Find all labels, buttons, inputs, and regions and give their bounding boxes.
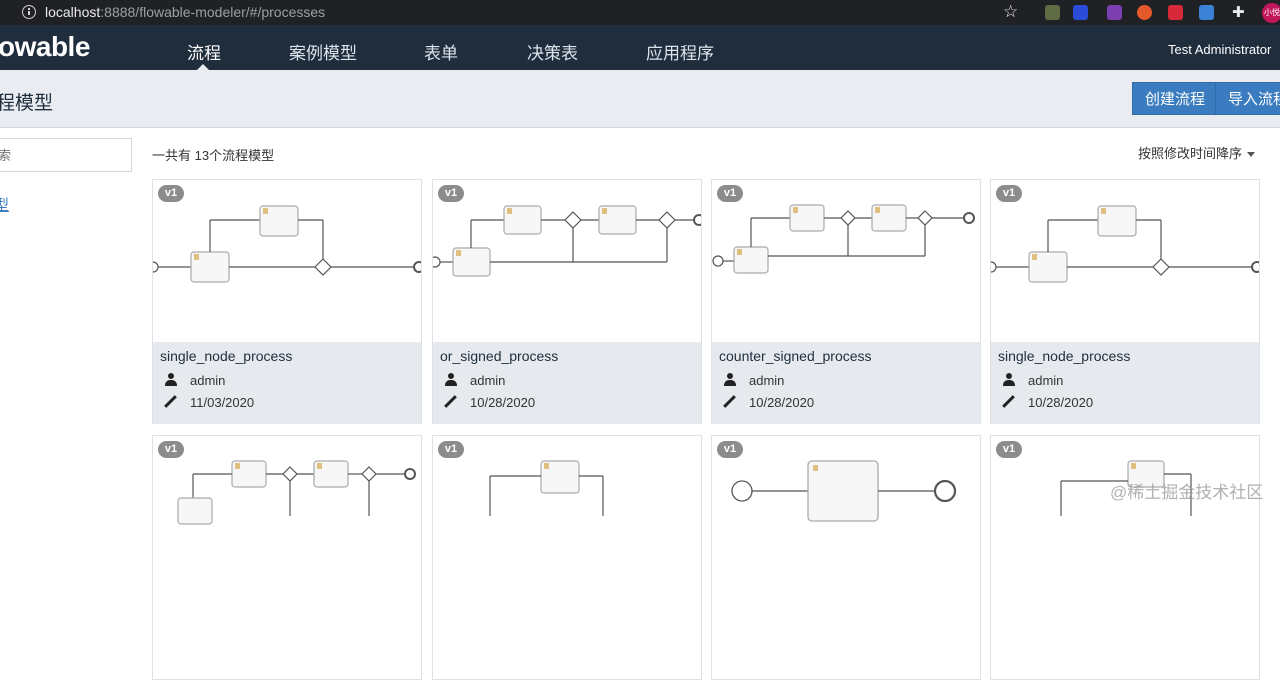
version-badge: v1 <box>717 185 743 202</box>
process-diagram-thumbnail[interactable] <box>712 180 980 342</box>
card-info: single_node_process admin 10/28/2020 <box>991 342 1259 424</box>
card-info: single_node_process admin 11/03/2020 <box>153 342 421 424</box>
version-badge: v1 <box>717 441 743 458</box>
search-input[interactable] <box>0 139 131 171</box>
address-bar[interactable]: localhost:8888/flowable-modeler/#/proces… <box>45 4 326 20</box>
modified-date: 10/28/2020 <box>470 395 536 410</box>
bookmark-star-icon[interactable]: ☆ <box>1003 2 1019 21</box>
author-name: admin <box>1028 373 1064 388</box>
extension-icon[interactable] <box>1137 5 1152 20</box>
process-name[interactable]: or_signed_process <box>440 348 559 364</box>
modified-date: 10/28/2020 <box>749 395 815 410</box>
search-field[interactable] <box>0 138 132 172</box>
user-icon <box>445 373 457 386</box>
process-name[interactable]: single_node_process <box>998 348 1131 364</box>
top-navbar: owable 流程 案例模型 表单 决策表 应用程序 Test Administ… <box>0 25 1280 70</box>
author-name: admin <box>190 373 226 388</box>
process-diagram-thumbnail[interactable] <box>429 180 705 342</box>
process-name[interactable]: counter_signed_process <box>719 348 872 364</box>
sort-dropdown[interactable]: 按照修改时间降序 <box>1138 143 1256 162</box>
caret-down-icon <box>1247 152 1256 158</box>
nav-item-case-models[interactable]: 案例模型 <box>289 44 357 63</box>
create-process-button[interactable]: 创建流程 <box>1132 82 1219 115</box>
process-diagram-thumbnail[interactable] <box>147 180 425 342</box>
extension-icon[interactable] <box>1107 5 1122 20</box>
page-title: 程模型 <box>0 93 54 114</box>
version-badge: v1 <box>996 441 1022 458</box>
extension-icon[interactable] <box>1045 5 1060 20</box>
process-card[interactable]: v1 single_node_process admin 10/28/2020 <box>985 179 1263 424</box>
process-name[interactable]: single_node_process <box>160 348 293 364</box>
process-diagram-thumbnail[interactable] <box>433 436 701 598</box>
user-icon <box>165 373 177 386</box>
profile-avatar[interactable]: 小悦 <box>1262 3 1280 23</box>
process-card[interactable]: v1 <box>990 435 1260 680</box>
extension-icon[interactable] <box>1073 5 1088 20</box>
extension-icon[interactable] <box>1199 5 1214 20</box>
version-badge: v1 <box>438 441 464 458</box>
author-name: admin <box>470 373 506 388</box>
modified-date: 11/03/2020 <box>190 395 255 410</box>
puzzle-extensions-icon[interactable]: ✚ <box>1232 4 1245 21</box>
process-card[interactable]: v1 <box>152 435 422 680</box>
sidebar-filter-link[interactable]: 型 <box>0 197 10 214</box>
process-diagram-thumbnail[interactable] <box>985 180 1263 342</box>
nav-item-processes[interactable]: 流程 <box>187 44 221 63</box>
card-info: counter_signed_process admin 10/28/2020 <box>712 342 980 424</box>
watermark: @稀土掘金技术社区 <box>1110 483 1264 502</box>
version-badge: v1 <box>438 185 464 202</box>
process-card[interactable]: v1 or_signed_process admin 10/28/2020 <box>429 179 705 424</box>
process-card[interactable]: v1 single_node_process admin 11/03/2020 <box>147 179 425 424</box>
process-diagram-thumbnail[interactable] <box>712 436 980 598</box>
process-diagram-thumbnail[interactable] <box>153 436 421 598</box>
pencil-icon <box>444 395 458 409</box>
nav-item-decision-tables[interactable]: 决策表 <box>527 44 578 63</box>
version-badge: v1 <box>158 441 184 458</box>
author-name: admin <box>749 373 785 388</box>
version-badge: v1 <box>158 185 184 202</box>
user-icon <box>1003 373 1015 386</box>
nav-item-forms[interactable]: 表单 <box>424 44 458 63</box>
browser-toolbar: localhost:8888/flowable-modeler/#/proces… <box>0 0 1280 25</box>
extension-icon[interactable] <box>1168 5 1183 20</box>
nav-item-apps[interactable]: 应用程序 <box>646 44 714 63</box>
modified-date: 10/28/2020 <box>1028 395 1094 410</box>
page-header: 程模型 创建流程 导入流程 <box>0 70 1280 128</box>
process-card[interactable]: v1 <box>711 435 981 680</box>
card-info: or_signed_process admin 10/28/2020 <box>433 342 701 424</box>
pencil-icon <box>164 395 178 409</box>
import-process-button[interactable]: 导入流程 <box>1215 82 1280 115</box>
pencil-icon <box>723 395 737 409</box>
process-diagram-thumbnail[interactable] <box>991 436 1259 598</box>
user-menu[interactable]: Test Administrator <box>1168 42 1272 57</box>
user-icon <box>724 373 736 386</box>
pencil-icon <box>1002 395 1016 409</box>
process-card[interactable]: v1 <box>432 435 702 680</box>
version-badge: v1 <box>996 185 1022 202</box>
brand-logo[interactable]: owable <box>0 31 90 62</box>
active-nav-indicator <box>197 64 209 70</box>
process-card[interactable]: v1 counter_signed_process admin 10/28/20… <box>711 179 981 424</box>
model-count: 一共有 13个流程模型 <box>152 148 275 163</box>
site-info-icon[interactable] <box>22 5 36 19</box>
